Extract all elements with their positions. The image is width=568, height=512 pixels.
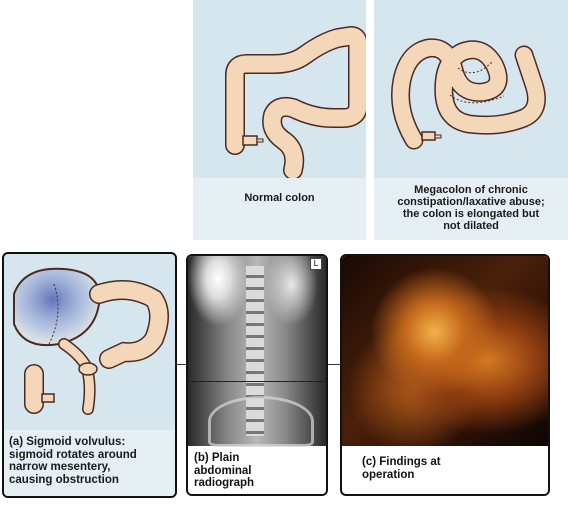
operation-panel: (c) Findings at operation xyxy=(340,254,550,496)
volvulus-caption: (a) Sigmoid volvulus: sigmoid rotates ar… xyxy=(9,436,137,486)
megacolon-caption: Megacolon of chronic constipation/laxati… xyxy=(397,184,545,232)
operation-photo xyxy=(342,256,548,446)
megacolon-illustration xyxy=(391,38,546,150)
radiograph-caption: (b) Plain abdominal radiograph xyxy=(188,448,326,494)
volvulus-illustration xyxy=(13,267,169,415)
normal-colon-panel: Normal colon xyxy=(193,0,366,240)
volvulus-panel: (a) Sigmoid volvulus: sigmoid rotates ar… xyxy=(2,252,177,498)
normal-colon-caption: Normal colon xyxy=(244,192,315,204)
normal-colon-illustration xyxy=(225,26,366,178)
megacolon-panel: Megacolon of chronic constipation/laxati… xyxy=(374,0,568,240)
radiograph-image: L xyxy=(188,256,326,447)
radiograph-corner-marker: L xyxy=(310,258,322,270)
radiograph-panel: L (b) Plain abdominal radiograph xyxy=(186,254,328,496)
operation-caption: (c) Findings at operation xyxy=(356,452,548,494)
